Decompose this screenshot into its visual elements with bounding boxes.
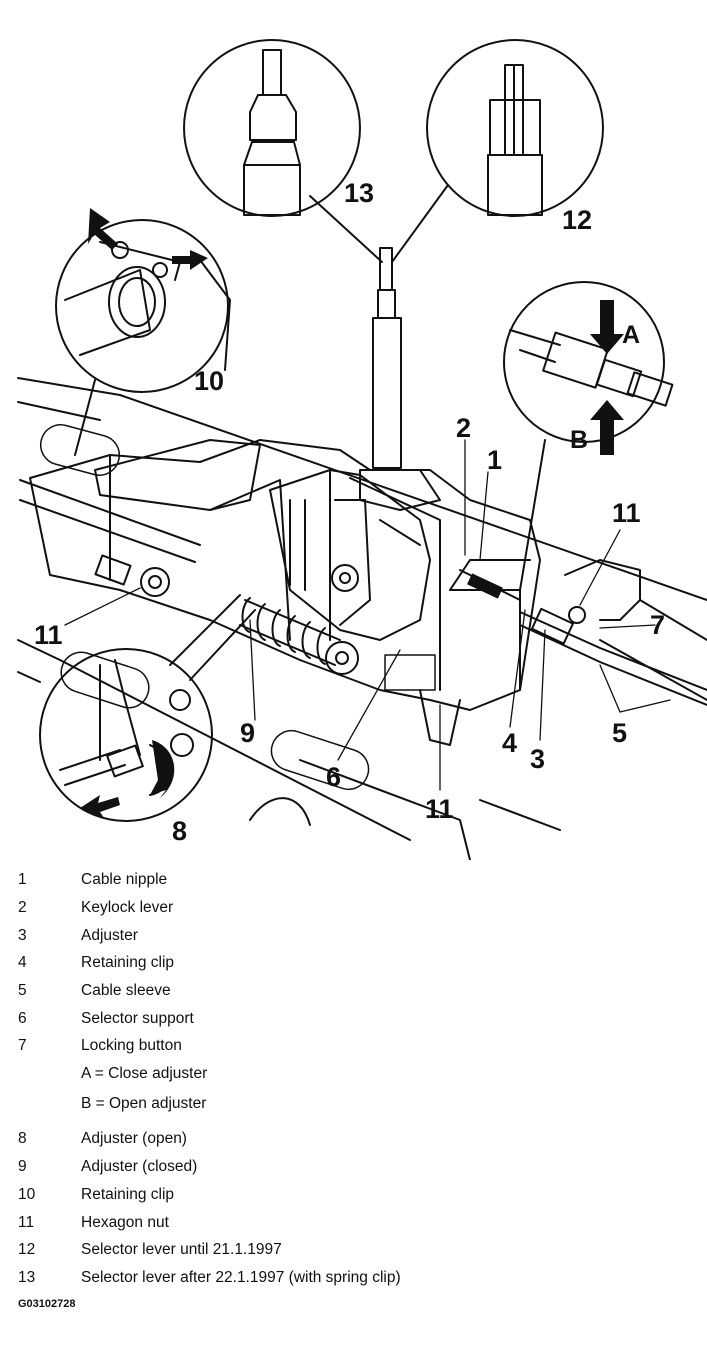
legend-number: 12 xyxy=(18,1241,36,1258)
detail-circle-10 xyxy=(55,219,231,456)
arrow-icon xyxy=(80,795,120,818)
callout-11-left: 11 xyxy=(34,620,63,650)
legend-text: Hexagon nut xyxy=(81,1214,169,1231)
legend-number: 8 xyxy=(18,1130,27,1147)
legend-text: Cable sleeve xyxy=(81,982,171,999)
callout-2: 2 xyxy=(456,413,471,443)
detail-circle-8 xyxy=(39,594,256,822)
callout-4: 4 xyxy=(502,728,517,758)
legend-text: Selector lever after 22.1.1997 (with spr… xyxy=(81,1269,401,1286)
callout-11-right: 11 xyxy=(612,498,641,528)
label-a: A xyxy=(622,321,640,349)
legend-text: Keylock lever xyxy=(81,899,174,916)
legend-text: Selector lever until 21.1.1997 xyxy=(81,1241,282,1258)
callout-6: 6 xyxy=(326,762,341,792)
leader-lines xyxy=(64,439,671,791)
legend-text: A = Close adjuster xyxy=(81,1065,208,1082)
callout-9: 9 xyxy=(240,718,255,748)
legend-number: 2 xyxy=(18,899,27,916)
callout-3: 3 xyxy=(530,744,545,774)
callout-1: 1 xyxy=(487,445,502,475)
arrow-icon xyxy=(172,250,208,270)
legend-number: 4 xyxy=(18,954,27,971)
legend-text: Cable nipple xyxy=(81,871,168,888)
label-b: B xyxy=(570,426,588,454)
callout-8: 8 xyxy=(172,816,187,846)
legend-text: Adjuster (open) xyxy=(81,1130,187,1147)
legend-number: 13 xyxy=(18,1269,36,1286)
legend-number: 5 xyxy=(18,982,27,999)
legend-number: 1 xyxy=(18,871,27,888)
legend-text: Retaining clip xyxy=(81,954,175,971)
detail-circle-13 xyxy=(183,39,383,263)
legend-text: B = Open adjuster xyxy=(81,1095,207,1112)
shift-cable-assembly xyxy=(459,559,707,706)
callout-10: 10 xyxy=(194,366,224,396)
selector-mechanism-diagram: 1 2 3 4 5 6 7 8 9 10 11 11 11 12 13 A B xyxy=(17,39,707,860)
detail-circle-ab xyxy=(503,281,674,591)
cable-left xyxy=(19,479,201,597)
arrow-icon xyxy=(590,300,624,354)
callout-5: 5 xyxy=(612,718,627,748)
adjuster-spring xyxy=(239,597,359,675)
callout-13: 13 xyxy=(344,178,374,208)
legend-number: 3 xyxy=(18,927,27,944)
legend-text: Locking button xyxy=(81,1037,182,1054)
cable-nipple-icon xyxy=(467,573,503,599)
legend-number: 11 xyxy=(18,1214,35,1231)
legend-text: Selector support xyxy=(81,1010,194,1027)
legend-text: Retaining clip xyxy=(81,1186,175,1203)
selector-lever xyxy=(359,247,441,511)
detail-circle-12 xyxy=(391,39,604,263)
legend-number: 6 xyxy=(18,1010,27,1027)
arrow-icon xyxy=(88,208,118,250)
callout-11-bottom: 11 xyxy=(425,794,454,824)
arrow-icon xyxy=(590,400,624,455)
legend-number: 7 xyxy=(18,1037,27,1054)
legend-text: Adjuster (closed) xyxy=(81,1158,198,1175)
callout-12: 12 xyxy=(562,205,592,235)
figure-id: G03102728 xyxy=(18,1298,76,1310)
legend-text: Adjuster xyxy=(81,927,138,944)
legend-number: 10 xyxy=(18,1186,36,1203)
legend-number: 9 xyxy=(18,1158,27,1175)
rotate-arrow-icon xyxy=(150,740,175,798)
callout-7: 7 xyxy=(650,610,665,640)
selector-gate xyxy=(269,469,431,641)
